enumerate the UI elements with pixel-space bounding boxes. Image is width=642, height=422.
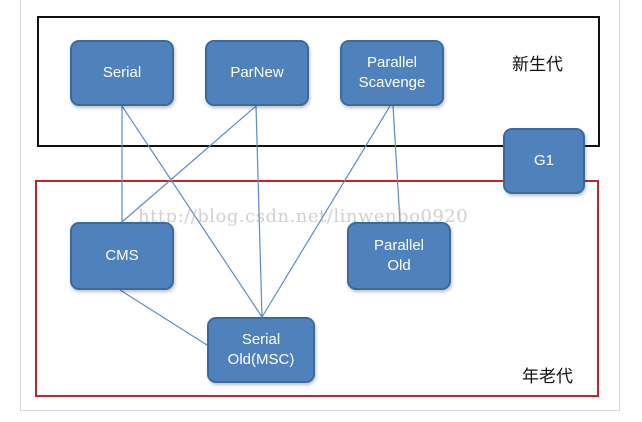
serial-old-collector-label: Serial Old(MSC) [227,331,295,368]
parallel-scavenge-collector-node: Parallel Scavenge [340,40,444,106]
serial-collector-label: Serial [102,64,142,81]
parnew-collector-label: ParNew [230,64,284,81]
g1-collector-node: G1 [503,128,585,194]
link-parnew-cms [121,105,257,223]
serial-collector-node: Serial [70,40,174,106]
link-scavenge-parallel-old [392,105,401,223]
cms-collector-node: CMS [70,222,174,290]
young-generation-region [37,16,600,147]
parnew-collector-node: ParNew [205,40,309,106]
parallel-old-collector-node: Parallel Old [347,222,451,290]
parallel-old-collector-label: Parallel Old [373,237,425,274]
link-cms-serial-old [119,289,208,346]
g1-collector-label: G1 [533,152,554,169]
link-scavenge-serial-old [261,105,391,318]
young-generation-label: 新生代 [512,55,563,75]
serial-old-collector-node: Serial Old(MSC) [207,317,315,383]
old-generation-region [35,180,599,397]
parallel-scavenge-collector-label: Parallel Scavenge [358,54,426,91]
link-parnew-serial-old [255,105,263,318]
link-serial-serial-old [121,105,263,318]
old-generation-label: 年老代 [522,367,573,387]
cms-collector-label: CMS [105,247,139,264]
